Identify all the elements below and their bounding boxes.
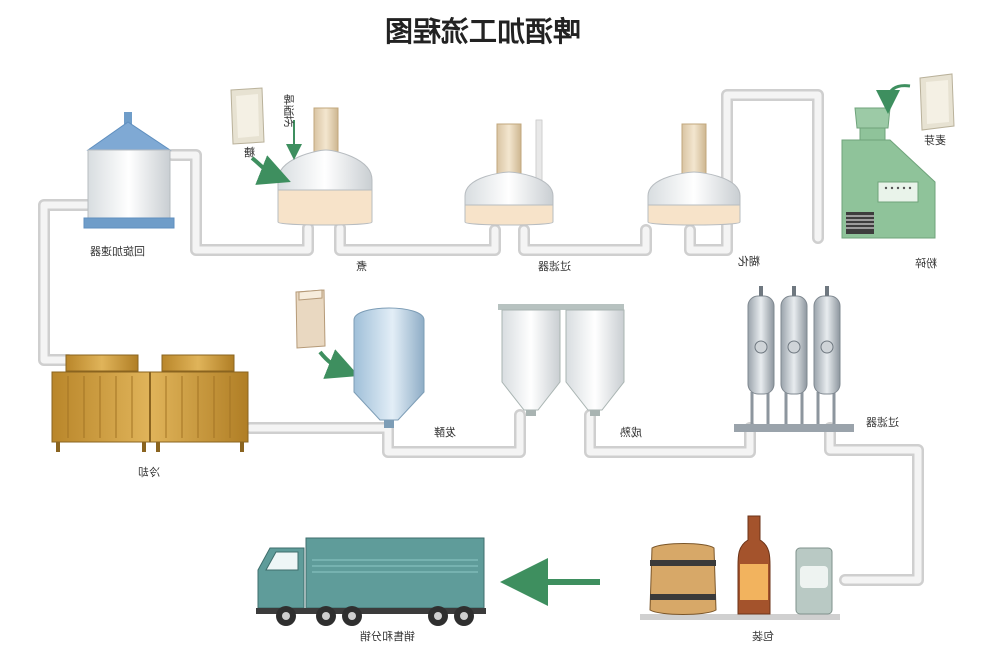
- label-sales: 销售和分销: [360, 630, 415, 643]
- filter-columns: [734, 286, 854, 432]
- label-hops: 啤酒花: [283, 94, 296, 127]
- cooling-tanks: [51, 354, 249, 452]
- yeast-arrow-icon: [318, 349, 359, 379]
- label-package: 包装: [752, 630, 774, 643]
- label-mature: 成熟: [620, 426, 642, 439]
- label-mash: 糊化: [738, 255, 760, 268]
- maturation-tanks: [498, 304, 625, 416]
- diagram-title: 啤酒加工流程图: [385, 15, 582, 48]
- label-filter2: 过滤器: [866, 416, 899, 429]
- mash-tun: [647, 123, 741, 226]
- fermenter-tank: [353, 307, 425, 428]
- malt-mill: [841, 107, 936, 239]
- label-ferment: 发酵: [434, 426, 456, 439]
- boil-kettle: [277, 107, 373, 226]
- sugar-arrow-icon: [250, 155, 291, 185]
- sugar-sack-icon: [230, 87, 265, 145]
- label-sugar: 糖: [244, 146, 255, 159]
- packaging-products: [640, 515, 840, 620]
- lauter-tun: [464, 123, 554, 226]
- label-boil: 煮: [356, 260, 367, 273]
- yeast-sack-icon: [295, 289, 326, 349]
- label-whirlpool: 回旋加速器: [90, 245, 145, 258]
- label-filter1: 过滤器: [538, 260, 571, 273]
- label-cooling: 冷却: [138, 466, 160, 479]
- label-malt: 麦芽: [924, 134, 946, 147]
- pipes: [38, 89, 924, 586]
- label-maltmill: 粉碎: [915, 257, 937, 270]
- truck-icon: [256, 537, 486, 626]
- whirlpool-tank: [83, 112, 175, 229]
- malt-arrow-icon: [876, 84, 911, 114]
- malt-sack-icon: [919, 73, 955, 131]
